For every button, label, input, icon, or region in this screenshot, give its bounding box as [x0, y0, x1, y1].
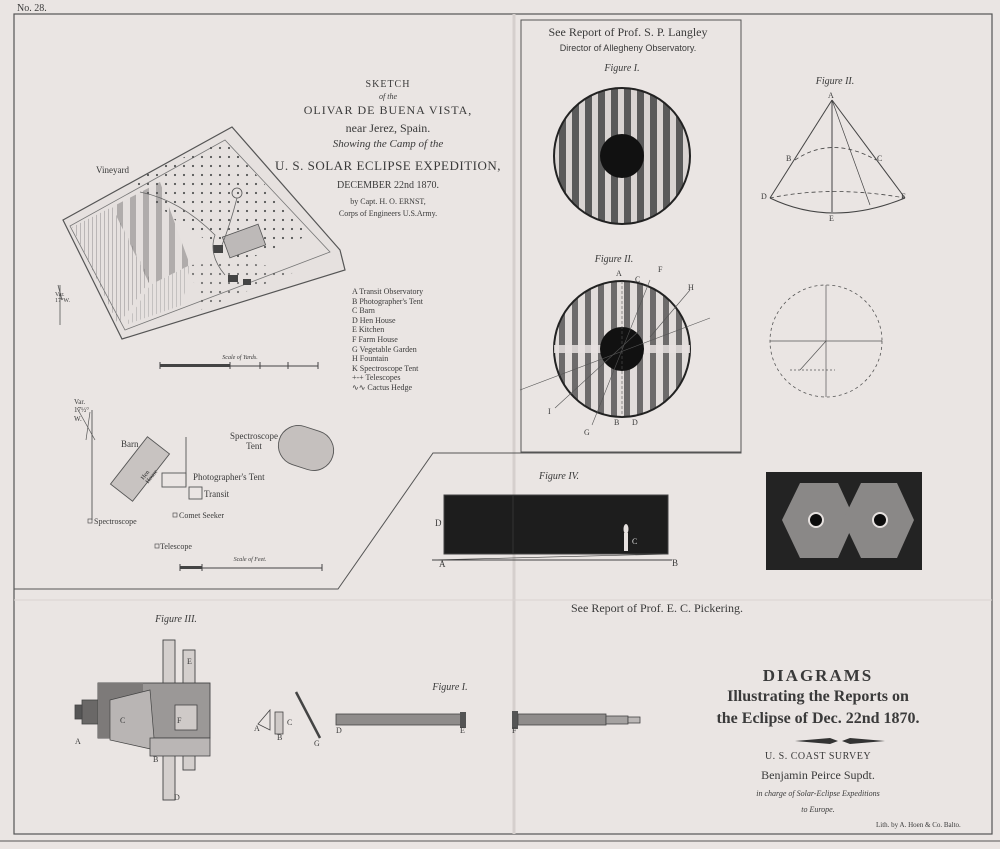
sketch-author: by Capt. H. O. ERNST, [350, 197, 426, 206]
site-map [57, 126, 346, 340]
variation-label-2: Var. 17½° W. [74, 398, 90, 423]
diagrams-subtitle: Illustrating the Reports on [727, 688, 909, 705]
langley-letter-h: H [688, 283, 694, 292]
langley-letter-a: A [616, 269, 622, 278]
cone-letter-a: A [828, 91, 834, 100]
sketch-title-olivar: OLIVAR DE BUENA VISTA, [303, 103, 473, 117]
bottom-letter-a: A [254, 724, 260, 733]
scale-yards-bar [159, 362, 319, 369]
camp-barn-label: Barn [121, 439, 139, 449]
bottom-letter-g: G [314, 739, 320, 748]
cone-letter-f: F [901, 192, 906, 201]
camp-photographers-tent-label: Photographer's Tent [193, 472, 265, 482]
legend-item: ∿∿ Cactus Hedge [352, 382, 413, 392]
cone-letter-b: B [786, 154, 792, 163]
figure-3-letter-f: F [177, 716, 182, 725]
right-figure-2-cone [769, 99, 906, 214]
lithographer-imprint: Lith. by A. Hoen & Co. Balto. [876, 821, 961, 829]
section-divider [14, 20, 742, 590]
bottom-letter-e: E [460, 726, 465, 735]
figure-4-box [431, 494, 672, 561]
legend-item: B Photographer's Tent [352, 296, 423, 306]
figure-4-letter-d: D [435, 518, 442, 528]
langley-letter-g: G [584, 428, 590, 437]
langley-figure-1-title: Figure I. [604, 63, 640, 74]
sketch-title-showing: Showing the Camp of the [332, 138, 444, 150]
diagrams-title: DIAGRAMS [762, 666, 874, 685]
cone-letter-d: D [761, 192, 767, 201]
ornament-divider [795, 738, 885, 744]
sketch-author-corps: Corps of Engineers U.S.Army. [338, 209, 438, 218]
langley-figure-2-disk [519, 279, 711, 426]
camp-transit-label: Transit [204, 489, 230, 499]
legend: A Transit Observatory B Photographer's T… [352, 287, 423, 393]
pickering-report-title: See Report of Prof. E. C. Pickering. [571, 601, 743, 615]
camp-spectroscope-label: Spectroscope [94, 517, 137, 526]
langley-director: Director of Allegheny Observatory. [559, 43, 697, 53]
figure-3-letter-e: E [187, 657, 192, 666]
figure-3-letter-b: B [153, 755, 159, 764]
legend-item: A Transit Observatory [352, 287, 424, 296]
camp-spectroscope-tent-label: Spectroscope Tent [230, 431, 278, 451]
sketch-title-jerez: near Jerez, Spain. [345, 121, 431, 135]
langley-letter-c: C [635, 275, 641, 284]
bottom-letter-f: F [512, 726, 517, 735]
langley-letter-i: I [548, 407, 551, 416]
figure-3-letter-c: C [120, 716, 126, 725]
legend-item: H Fountain [352, 354, 389, 364]
bottom-figure-1 [257, 691, 641, 739]
vineyard-label: Vineyard [96, 165, 129, 175]
figure-4-letter-b: B [672, 558, 679, 568]
outer-border [13, 13, 993, 835]
legend-item: K Spectroscope Tent [352, 363, 419, 373]
variation-label-1: Var. 17°W. [55, 292, 71, 304]
right-circle-diagram [769, 284, 883, 398]
plate-number: No. 28. [17, 3, 47, 14]
bottom-letter-d: D [336, 726, 342, 735]
right-figure-2-title: Figure II. [815, 76, 855, 87]
bottom-letter-c: C [287, 718, 293, 727]
langley-report-title: See Report of Prof. S. P. Langley [548, 25, 708, 39]
scale-feet-bar [179, 564, 323, 571]
camp-telescope-label: Telescope [160, 542, 192, 551]
legend-item: E Kitchen [352, 325, 385, 335]
figure-4-letter-a: A [439, 559, 446, 569]
figure-3-letter-d: D [174, 793, 180, 802]
bottom-letter-b: B [277, 733, 283, 742]
scale-feet-label: Scale of Feet. [233, 557, 267, 563]
langley-letter-b: B [614, 418, 620, 427]
bottom-figure-1-title: Figure I. [432, 682, 468, 693]
sketch-title-of: of the [379, 92, 397, 101]
figure-3-letter-a: A [75, 737, 81, 746]
legend-item: C Barn [352, 306, 375, 316]
camp-sketch [76, 407, 335, 549]
sketch-title-expedition: U. S. SOLAR ECLIPSE EXPEDITION, [274, 158, 502, 173]
figure-4-letter-c: C [632, 537, 638, 546]
cone-letter-e: E [829, 214, 834, 223]
langley-figure-2-title: Figure II. [594, 254, 634, 265]
sketch-title-date: DECEMBER 22nd 1870. [337, 180, 439, 191]
langley-letter-f: F [658, 265, 663, 274]
langley-figure-1-disk [553, 87, 691, 225]
superintendent-label: Benjamin Peirce Supdt. [761, 768, 875, 782]
scale-yards-label: Scale of Yards. [222, 355, 258, 361]
sketch-title: SKETCH [365, 79, 411, 90]
figure-3-instrument [74, 639, 211, 801]
camp-comet-seeker-label: Comet Seeker [179, 511, 225, 520]
cone-letter-c: C [877, 154, 883, 163]
expedition-charge-europe: to Europe. [801, 805, 835, 814]
expedition-charge-line: in charge of Solar-Eclipse Expeditions [756, 789, 880, 798]
legend-item: D Hen House [352, 315, 396, 325]
figure-3-title: Figure III. [155, 614, 197, 625]
legend-item: F Farm House [352, 334, 398, 344]
diagrams-eclipse-date: the Eclipse of Dec. 22nd 1870. [716, 710, 920, 727]
legend-item: +-+ Telescopes [352, 373, 401, 383]
hexagon-photo [766, 472, 922, 570]
figure-4-title: Figure IV. [539, 471, 579, 482]
legend-item: G Vegetable Garden [352, 344, 417, 354]
coast-survey-label: U. S. COAST SURVEY [764, 751, 872, 762]
langley-letter-d: D [632, 418, 638, 427]
